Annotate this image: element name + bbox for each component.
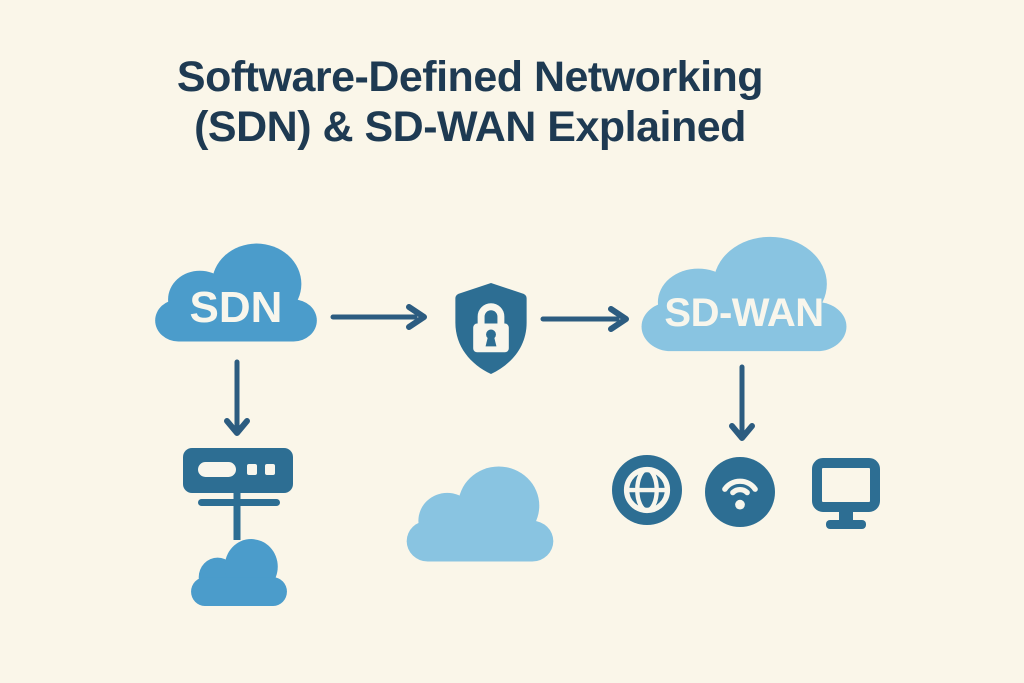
cloud-icon	[155, 243, 317, 342]
datacenter-node	[183, 448, 293, 540]
cloud-icon	[191, 539, 287, 606]
cloud-icon	[641, 236, 847, 352]
globe-icon	[612, 455, 682, 525]
cloud-node	[402, 465, 558, 563]
title-line-2: (SDN) & SD-WAN Explained	[194, 103, 746, 151]
title-line-1: Software-Defined Networking	[176, 53, 764, 101]
sdwan-cloud-node: SD-WAN	[635, 235, 853, 353]
wifi-icon	[705, 457, 775, 527]
wireless-node	[705, 457, 775, 527]
security-node	[450, 281, 532, 376]
sdn-cloud-node: SDN	[150, 242, 322, 343]
page-title: Software-Defined Networking (SDN) & SD-W…	[0, 52, 940, 152]
endpoint-node	[812, 458, 880, 530]
arrow-right-icon	[330, 304, 427, 330]
private-cloud-node	[188, 538, 290, 607]
arrow-down-icon	[224, 359, 250, 436]
server-icon	[183, 448, 293, 540]
monitor-icon	[812, 458, 880, 529]
sdn-label: SDN	[189, 283, 283, 332]
arrow-down-icon	[729, 364, 755, 441]
internet-node	[612, 455, 682, 525]
arrow-right-icon	[540, 306, 629, 332]
sdwan-label: SD-WAN	[664, 291, 824, 335]
shield-lock-icon	[455, 282, 527, 375]
cloud-icon	[406, 466, 554, 562]
